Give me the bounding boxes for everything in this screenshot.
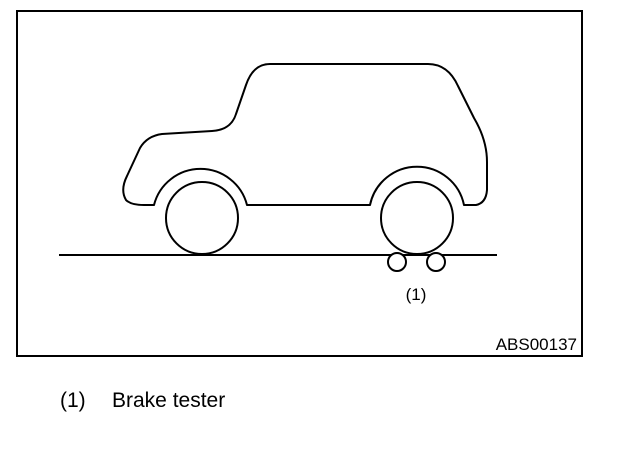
brake-tester-roller-right (426, 252, 446, 272)
rear-wheel (380, 181, 454, 255)
front-wheel (165, 181, 239, 255)
legend-item: (1) Brake tester (60, 388, 225, 414)
callout-label-1: (1) (406, 285, 427, 304)
legend-item-number: (1) (60, 389, 86, 412)
brake-tester-roller-left (387, 252, 407, 272)
figure-frame (16, 10, 583, 357)
legend-item-text: Brake tester (112, 389, 226, 412)
car-body-outline (122, 63, 488, 206)
legend: (1) Brake tester (60, 388, 225, 414)
figure-id: ABS00137 (496, 335, 577, 354)
